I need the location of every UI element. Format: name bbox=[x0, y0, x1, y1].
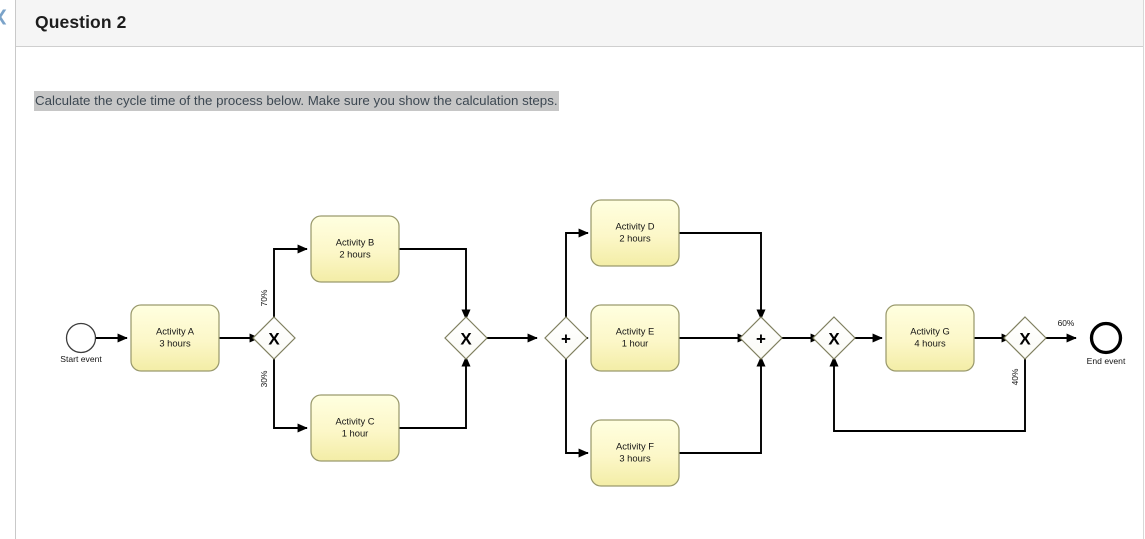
gateway-glyph-x: X bbox=[268, 330, 280, 349]
gateway-glyph-x: X bbox=[1019, 330, 1031, 349]
question-panel: Question 2 Calculate the cycle time of t… bbox=[15, 0, 1144, 539]
activity-a-duration: 3 hours bbox=[159, 337, 191, 348]
activity-d-label: Activity D bbox=[615, 220, 654, 231]
question-prompt-text: Calculate the cycle time of the process … bbox=[34, 91, 559, 111]
gateway-glyph-plus: + bbox=[561, 330, 571, 349]
activity-c-duration: 1 hour bbox=[342, 427, 369, 438]
activity-c: Activity C 1 hour bbox=[310, 394, 400, 462]
flow-label-40-percent: 40% bbox=[1010, 368, 1020, 385]
activity-c-label: Activity C bbox=[335, 415, 374, 426]
activity-g-label: Activity G bbox=[910, 325, 950, 336]
gateway-exclusive-loop-merge: X bbox=[812, 316, 856, 360]
question-header: Question 2 bbox=[16, 0, 1143, 47]
flow-f-to-gw4 bbox=[675, 356, 766, 454]
flow-gw6-loopback bbox=[829, 353, 1026, 432]
activity-e-label: Activity E bbox=[616, 325, 655, 336]
activity-e-duration: 1 hour bbox=[622, 337, 649, 348]
bpmn-process-diagram: Start event End event Activity A 3 hours… bbox=[16, 47, 1145, 539]
activity-a-label: Activity A bbox=[156, 325, 195, 336]
gateway-parallel-split-def: + bbox=[544, 316, 588, 360]
chevron-left-icon[interactable]: ❮ bbox=[0, 8, 10, 24]
end-event bbox=[1089, 321, 1123, 355]
gateway-parallel-join-def: + bbox=[739, 316, 783, 360]
activity-f: Activity F 3 hours bbox=[590, 419, 680, 487]
activity-b-label: Activity B bbox=[336, 236, 375, 247]
activity-f-label: Activity F bbox=[616, 440, 654, 451]
question-body: Calculate the cycle time of the process … bbox=[16, 47, 1143, 539]
activity-e: Activity E 1 hour bbox=[590, 304, 680, 372]
flow-label-70-percent: 70% bbox=[259, 289, 269, 306]
flow-c-to-gw2 bbox=[399, 356, 471, 429]
gateway-exclusive-split-bc: X bbox=[252, 316, 296, 360]
activity-g: Activity G 4 hours bbox=[885, 304, 975, 372]
start-event bbox=[65, 322, 97, 354]
flow-d-to-gw4 bbox=[675, 232, 766, 320]
left-gutter: ❮ bbox=[0, 0, 15, 539]
activity-f-duration: 3 hours bbox=[619, 452, 651, 463]
page-title: Question 2 bbox=[35, 12, 127, 32]
activity-d: Activity D 2 hours bbox=[590, 199, 680, 267]
flow-gw3-to-d bbox=[565, 228, 589, 323]
end-event-caption: End event bbox=[1087, 356, 1126, 366]
activity-b-duration: 2 hours bbox=[339, 248, 371, 259]
activity-d-duration: 2 hours bbox=[619, 232, 651, 243]
gateway-glyph-x: X bbox=[828, 330, 840, 349]
gateway-exclusive-join-bc: X bbox=[444, 316, 488, 360]
gateway-glyph-plus: + bbox=[756, 330, 766, 349]
flow-gw1-to-b bbox=[273, 244, 308, 323]
flow-label-60-percent: 60% bbox=[1058, 318, 1075, 328]
flow-label-30-percent: 30% bbox=[259, 370, 269, 387]
flow-gw3-to-f bbox=[565, 353, 589, 458]
start-event-caption: Start event bbox=[60, 354, 102, 364]
activity-a: Activity A 3 hours bbox=[130, 304, 220, 372]
activity-b: Activity B 2 hours bbox=[310, 215, 400, 283]
flow-b-to-gw2 bbox=[399, 248, 471, 320]
activity-g-duration: 4 hours bbox=[914, 337, 946, 348]
flow-gw1-to-c bbox=[273, 353, 308, 433]
gateway-glyph-x: X bbox=[460, 330, 472, 349]
gateway-exclusive-loop-split: X bbox=[1003, 316, 1047, 360]
